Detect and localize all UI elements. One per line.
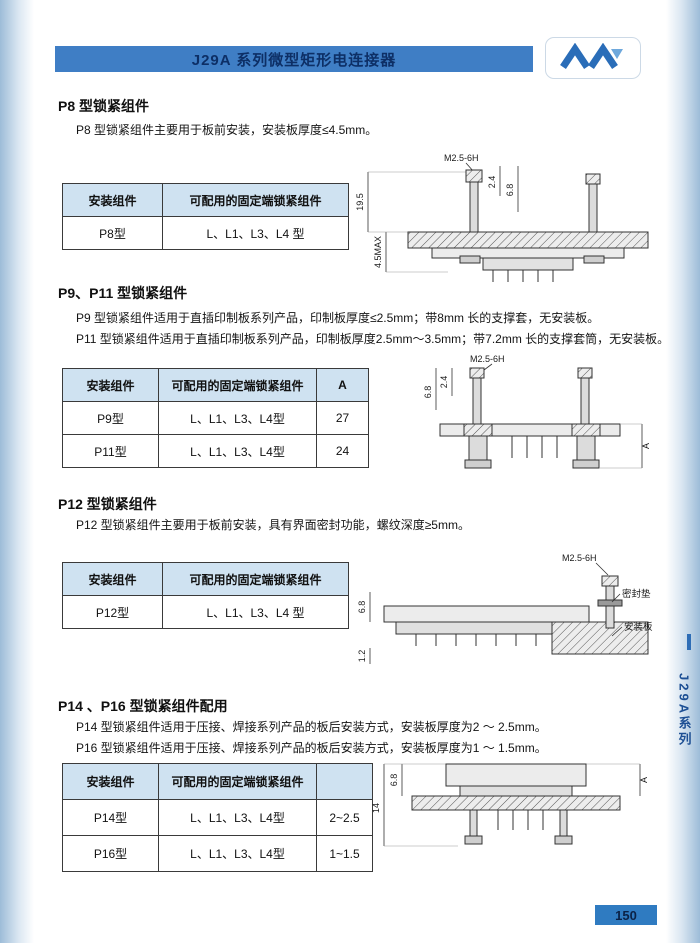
- side-tab-series: J29A系列: [676, 673, 692, 749]
- right-edge-gradient: [666, 0, 700, 943]
- p8-th-component: 安装组件: [62, 183, 163, 217]
- p9p11-th-compatible: 可配用的固定端锁紧组件: [158, 368, 317, 402]
- p8-description: P8 型锁紧组件主要用于板前安装，安装板厚度≤4.5mm。: [76, 123, 378, 137]
- p14p16-th-component: 安装组件: [62, 763, 159, 800]
- p9-dim-6-8: 6.8: [423, 386, 433, 399]
- p14-cell-thickness: 2~2.5: [316, 799, 373, 836]
- section-heading-p8: P8 型锁紧组件: [58, 98, 150, 114]
- table-row: P14型 L、L1、L3、L4型 2~2.5: [62, 799, 373, 836]
- p12-table: 安装组件 可配用的固定端锁紧组件 P12型 L、L1、L3、L4 型: [62, 562, 349, 629]
- p8-th-compatible: 可配用的固定端锁紧组件: [162, 183, 349, 217]
- p9p11-th-component: 安装组件: [62, 368, 159, 402]
- p14p16-th-thickness: [316, 763, 373, 800]
- p8-dim-2-4: 2.4: [487, 176, 497, 189]
- p11-cell-a: 24: [316, 434, 369, 468]
- table-row: P12型 L、L1、L3、L4 型: [62, 595, 349, 629]
- p11-description: P11 型锁紧组件适用于直插印制板系列产品，印制板厚度2.5mm～3.5mm；带…: [76, 332, 670, 346]
- side-tab-marker: [687, 634, 691, 650]
- page-title: J29A 系列微型矩形电连接器: [191, 51, 397, 69]
- p14p16-drawing: 6.8 14 A: [371, 763, 649, 847]
- p12-th-compatible: 可配用的固定端锁紧组件: [162, 562, 349, 596]
- p12-label-plate: 安装板: [624, 621, 653, 633]
- p12-cell-types: L、L1、L3、L4 型: [162, 595, 349, 629]
- p8-dim-thread: M2.5-6H: [444, 153, 479, 163]
- p12-dim-thread: M2.5-6H: [562, 553, 597, 563]
- p12-drawing: M2.5-6H 6.8 1.2 密封垫 安装板: [357, 553, 653, 664]
- p8-cell-type: P8型: [62, 216, 163, 250]
- p8-cell-types: L、L1、L3、L4 型: [162, 216, 349, 250]
- p14p16-th-compatible: 可配用的固定端锁紧组件: [158, 763, 317, 800]
- p12-cell-type: P12型: [62, 595, 163, 629]
- p14-cell-types: L、L1、L3、L4型: [158, 799, 317, 836]
- p9-cell-types: L、L1、L3、L4型: [158, 401, 317, 435]
- table-row: P16型 L、L1、L3、L4型 1~1.5: [62, 835, 373, 872]
- header-bar: J29A 系列微型矩形电连接器: [55, 46, 533, 72]
- p12-description: P12 型锁紧组件主要用于板前安装，具有界面密封功能，螺纹深度≥5mm。: [76, 518, 470, 532]
- p12-dim-1-2: 1.2: [357, 650, 367, 663]
- brand-logo: [545, 37, 641, 79]
- table-row: P11型 L、L1、L3、L4型 24: [62, 434, 369, 468]
- p8-drawing: M2.5-6H 2.4 6.8 19.5 4.5MAX: [355, 153, 649, 282]
- section-heading-p9p11: P9、P11 型锁紧组件: [58, 285, 188, 301]
- p16-cell-types: L、L1、L3、L4型: [158, 835, 317, 872]
- section-heading-p14p16: P14 、P16 型锁紧组件配用: [58, 698, 228, 714]
- p14-description: P14 型锁紧组件适用于压接、焊接系列产品的板后安装方式，安装板厚度为2 ～ 2…: [76, 720, 547, 734]
- p8-dim-4-5max: 4.5MAX: [373, 236, 383, 268]
- p14p16-table: 安装组件 可配用的固定端锁紧组件 P14型 L、L1、L3、L4型 2~2.5 …: [62, 763, 373, 872]
- p9-cell-type: P9型: [62, 401, 159, 435]
- section-heading-p12: P12 型锁紧组件: [58, 496, 157, 512]
- p11-cell-type: P11型: [62, 434, 159, 468]
- left-edge-gradient: [0, 0, 34, 943]
- table-row: P8型 L、L1、L3、L4 型: [62, 216, 349, 250]
- p9-description: P9 型锁紧组件适用于直插印制板系列产品，印制板厚度≤2.5mm；带8mm 长的…: [76, 311, 600, 325]
- p9-cell-a: 27: [316, 401, 369, 435]
- p9-dim-thread: M2.5-6H: [470, 354, 505, 364]
- p8-dim-19-5: 19.5: [355, 193, 365, 211]
- p9p11-table: 安装组件 可配用的固定端锁紧组件 A P9型 L、L1、L3、L4型 27 P1…: [62, 368, 369, 468]
- p16-cell-type: P16型: [62, 835, 159, 872]
- page-number: 150: [595, 905, 657, 925]
- p14-dim-6-8: 6.8: [389, 774, 399, 787]
- p12-th-component: 安装组件: [62, 562, 163, 596]
- p14-dim-14: 14: [371, 803, 381, 813]
- p16-description: P16 型锁紧组件适用于压接、焊接系列产品的板后安装方式，安装板厚度为1 ～ 1…: [76, 741, 547, 755]
- p11-cell-types: L、L1、L3、L4型: [158, 434, 317, 468]
- p8-table: 安装组件 可配用的固定端锁紧组件 P8型 L、L1、L3、L4 型: [62, 183, 349, 250]
- p9-dim-2-4: 2.4: [439, 376, 449, 389]
- p8-dim-6-8: 6.8: [505, 184, 515, 197]
- table-row: P9型 L、L1、L3、L4型 27: [62, 401, 369, 435]
- p12-dim-6-8: 6.8: [357, 601, 367, 614]
- p16-cell-thickness: 1~1.5: [316, 835, 373, 872]
- p9-dim-a: A: [641, 443, 651, 449]
- p9p11-drawing: M2.5-6H 2.4 6.8 A: [423, 354, 651, 469]
- logo-w-icon: [560, 43, 623, 69]
- p14-dim-a: A: [639, 777, 649, 783]
- p14-cell-type: P14型: [62, 799, 159, 836]
- p12-label-seal: 密封垫: [622, 588, 651, 600]
